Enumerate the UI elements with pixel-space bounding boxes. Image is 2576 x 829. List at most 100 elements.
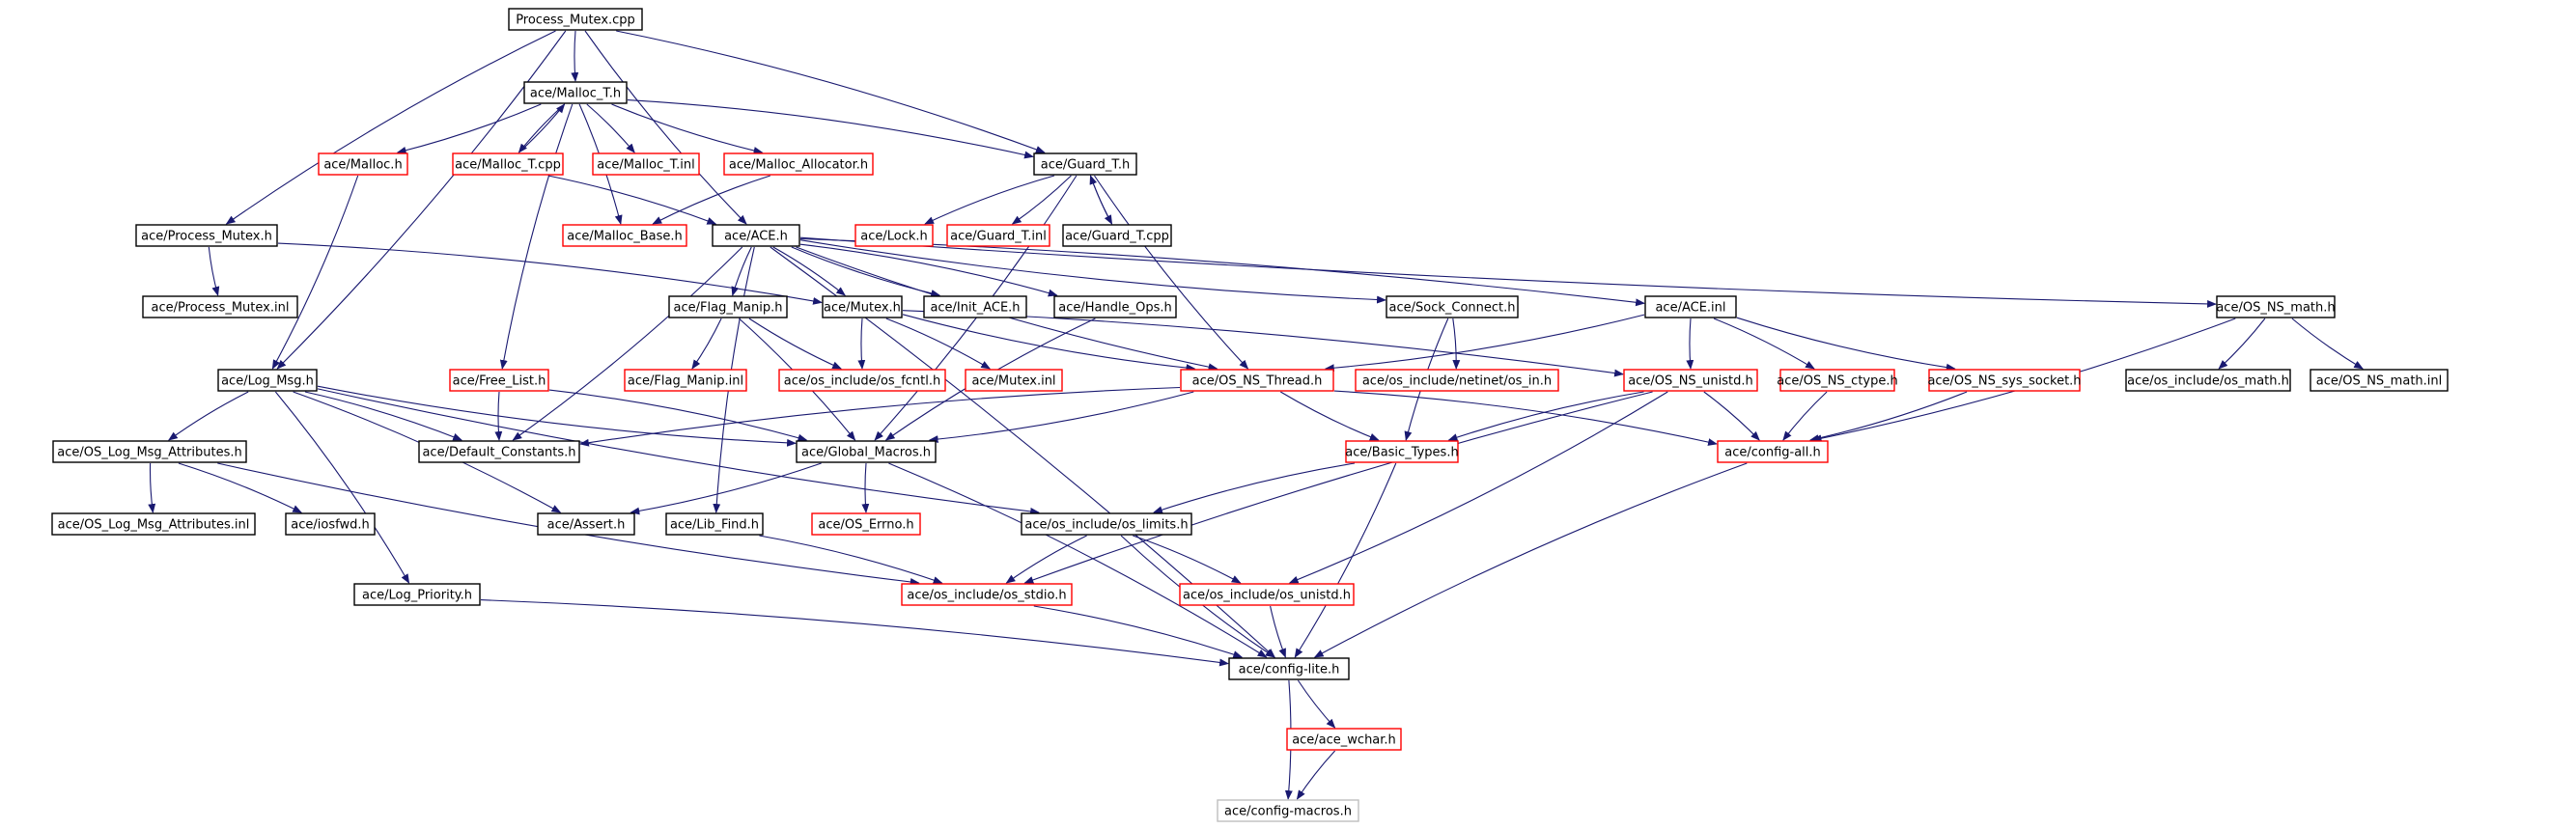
- node-osUnistd[interactable]: ace/os_include/os_unistd.h: [1179, 583, 1355, 606]
- edge-mallocT-to-guardT: [627, 99, 1034, 159]
- node-osNsUnistd[interactable]: ace/OS_NS_unistd.h: [1623, 369, 1758, 392]
- node-mutex[interactable]: ace/Mutex.h: [822, 295, 903, 318]
- node-mallocAlloc[interactable]: ace/Malloc_Allocator.h: [723, 152, 874, 176]
- node-flagManip[interactable]: ace/Flag_Manip.h: [668, 295, 788, 318]
- node-label: ace/Process_Mutex.inl: [152, 301, 290, 316]
- node-label: Process_Mutex.cpp: [516, 14, 635, 28]
- edge-freeList-to-globalMacros: [548, 389, 808, 442]
- edge-root-to-ace: [584, 30, 747, 225]
- node-guardT[interactable]: ace/Guard_T.h: [1033, 152, 1137, 176]
- node-iosfwd[interactable]: ace/iosfwd.h: [285, 512, 376, 536]
- edge-osNsThread-to-basicTypes: [1280, 391, 1380, 441]
- node-label: ace/Assert.h: [547, 518, 626, 533]
- node-label: ace/ACE.h: [724, 230, 788, 244]
- edge-mutex-to-osNsThread: [902, 314, 1196, 373]
- edge-osStdio-to-configLite: [1033, 605, 1244, 658]
- node-label: ace/OS_NS_math.inl: [2316, 374, 2443, 389]
- edge-osNsCtype-to-configAll: [1782, 391, 1828, 441]
- edge-globalMacros-to-assert: [630, 462, 822, 515]
- node-osStdio[interactable]: ace/os_include/os_stdio.h: [901, 583, 1073, 606]
- node-mutexInl[interactable]: ace/Mutex.inl: [965, 369, 1063, 392]
- node-processMutexInl[interactable]: ace/Process_Mutex.inl: [142, 295, 298, 318]
- edge-root-to-processMutex: [225, 30, 556, 225]
- node-label: ace/iosfwd.h: [291, 518, 369, 533]
- node-osErrno[interactable]: ace/OS_Errno.h: [811, 512, 921, 536]
- node-ace[interactable]: ace/ACE.h: [712, 224, 800, 247]
- node-box: [562, 224, 687, 247]
- node-basicTypes[interactable]: ace/Basic_Types.h: [1345, 440, 1459, 463]
- node-box: [1033, 152, 1137, 176]
- node-libFind[interactable]: ace/Lib_Find.h: [665, 512, 764, 536]
- node-label: ace/OS_Errno.h: [818, 518, 913, 533]
- node-label: ace/Malloc_T.cpp: [455, 158, 561, 173]
- node-box: [1386, 295, 1519, 318]
- edge-ace-to-osNsMath: [799, 236, 2217, 308]
- node-aceInl[interactable]: ace/ACE.inl: [1644, 295, 1737, 318]
- node-initAce[interactable]: ace/Init_ACE.h: [923, 295, 1027, 318]
- edge-logPriority-to-configLite: [480, 599, 1229, 667]
- node-logPriority[interactable]: ace/Log_Priority.h: [353, 583, 481, 606]
- node-mallocT[interactable]: ace/Malloc_T.h: [523, 81, 628, 104]
- node-malloc[interactable]: ace/Malloc.h: [318, 152, 408, 176]
- edge-configLite-to-aceWchar: [1297, 679, 1336, 729]
- node-box: [51, 512, 256, 536]
- node-osMath[interactable]: ace/os_include/os_math.h: [2125, 369, 2291, 392]
- node-osNsMathInl[interactable]: ace/OS_NS_math.inl: [2310, 369, 2449, 392]
- node-configMacros[interactable]: ace/config-macros.h: [1217, 799, 1359, 822]
- node-label: ace/os_include/os_limits.h: [1024, 518, 1188, 533]
- node-mallocTinl[interactable]: ace/Malloc_T.inl: [592, 152, 700, 176]
- node-box: [418, 440, 580, 463]
- node-globalMacros[interactable]: ace/Global_Macros.h: [796, 440, 937, 463]
- node-label: ace/Malloc_Allocator.h: [729, 158, 868, 173]
- edge-processMutex-to-processMutexInl: [208, 246, 220, 296]
- node-label: ace/Lock.h: [860, 230, 928, 244]
- node-mallocTcpp[interactable]: ace/Malloc_T.cpp: [452, 152, 564, 176]
- node-assert[interactable]: ace/Assert.h: [537, 512, 635, 536]
- edge-osNsUnistd-to-configAll: [1703, 391, 1760, 441]
- node-guardTinl[interactable]: ace/Guard_T.inl: [946, 224, 1050, 247]
- node-freeList[interactable]: ace/Free_List.h: [449, 369, 549, 392]
- node-osNsThread[interactable]: ace/OS_NS_Thread.h: [1180, 369, 1334, 392]
- edge-osLimits-to-osUnistd: [1133, 535, 1242, 584]
- node-box: [452, 152, 564, 176]
- node-guardTcpp[interactable]: ace/Guard_T.cpp: [1062, 224, 1172, 247]
- node-box: [1355, 369, 1559, 392]
- edge-configAll-to-configLite: [1313, 462, 1748, 658]
- node-box: [1345, 440, 1459, 463]
- edge-root-to-guardT: [616, 30, 1046, 153]
- node-osNsCtype[interactable]: ace/OS_NS_ctype.h: [1777, 369, 1898, 392]
- node-configAll[interactable]: ace/config-all.h: [1717, 440, 1829, 463]
- node-box: [712, 224, 800, 247]
- node-defaultConst[interactable]: ace/Default_Constants.h: [418, 440, 580, 463]
- node-label: ace/OS_Log_Msg_Attributes.inl: [58, 518, 250, 533]
- node-box: [217, 369, 318, 392]
- edge-flagManip-to-osFcntl: [748, 318, 843, 370]
- node-box: [592, 152, 700, 176]
- node-processMutex[interactable]: ace/Process_Mutex.h: [135, 224, 278, 247]
- node-label: ace/OS_NS_Thread.h: [1192, 374, 1323, 389]
- edge-osNsUnistd-to-basicTypes: [1447, 391, 1644, 441]
- node-mallocBase[interactable]: ace/Malloc_Base.h: [562, 224, 687, 247]
- node-flagManipInl[interactable]: ace/Flag_Manip.inl: [624, 369, 747, 392]
- node-aceWchar[interactable]: ace/ace_wchar.h: [1286, 728, 1402, 751]
- node-label: ace/os_include/os_unistd.h: [1183, 589, 1351, 603]
- node-osLogMsgAttrInl[interactable]: ace/OS_Log_Msg_Attributes.inl: [51, 512, 256, 536]
- node-sockConnect[interactable]: ace/Sock_Connect.h: [1386, 295, 1519, 318]
- node-logMsg[interactable]: ace/Log_Msg.h: [217, 369, 318, 392]
- node-handleOps[interactable]: ace/Handle_Ops.h: [1053, 295, 1177, 318]
- node-osNetinetIn[interactable]: ace/os_include/netinet/os_in.h: [1355, 369, 1559, 392]
- node-configLite[interactable]: ace/config-lite.h: [1228, 657, 1350, 680]
- node-osNsMath[interactable]: ace/OS_NS_math.h: [2216, 295, 2336, 318]
- edge-logMsg-to-osLimits: [317, 388, 1040, 515]
- edge-flagManip-to-flagManipInl: [691, 318, 722, 370]
- node-osNsSysSocket[interactable]: ace/OS_NS_sys_socket.h: [1927, 369, 2082, 392]
- edge-root-to-mallocT: [571, 30, 579, 82]
- edge-osNsThread-to-configAll: [1333, 390, 1718, 446]
- node-label: ace/Log_Priority.h: [362, 589, 472, 603]
- node-box: [1717, 440, 1829, 463]
- edge-root-to-logMsg: [276, 30, 567, 370]
- node-osFcntl[interactable]: ace/os_include/os_fcntl.h: [778, 369, 946, 392]
- node-lock[interactable]: ace/Lock.h: [854, 224, 934, 247]
- node-osLogMsgAttr[interactable]: ace/OS_Log_Msg_Attributes.h: [52, 440, 247, 463]
- node-osLimits[interactable]: ace/os_include/os_limits.h: [1021, 512, 1192, 536]
